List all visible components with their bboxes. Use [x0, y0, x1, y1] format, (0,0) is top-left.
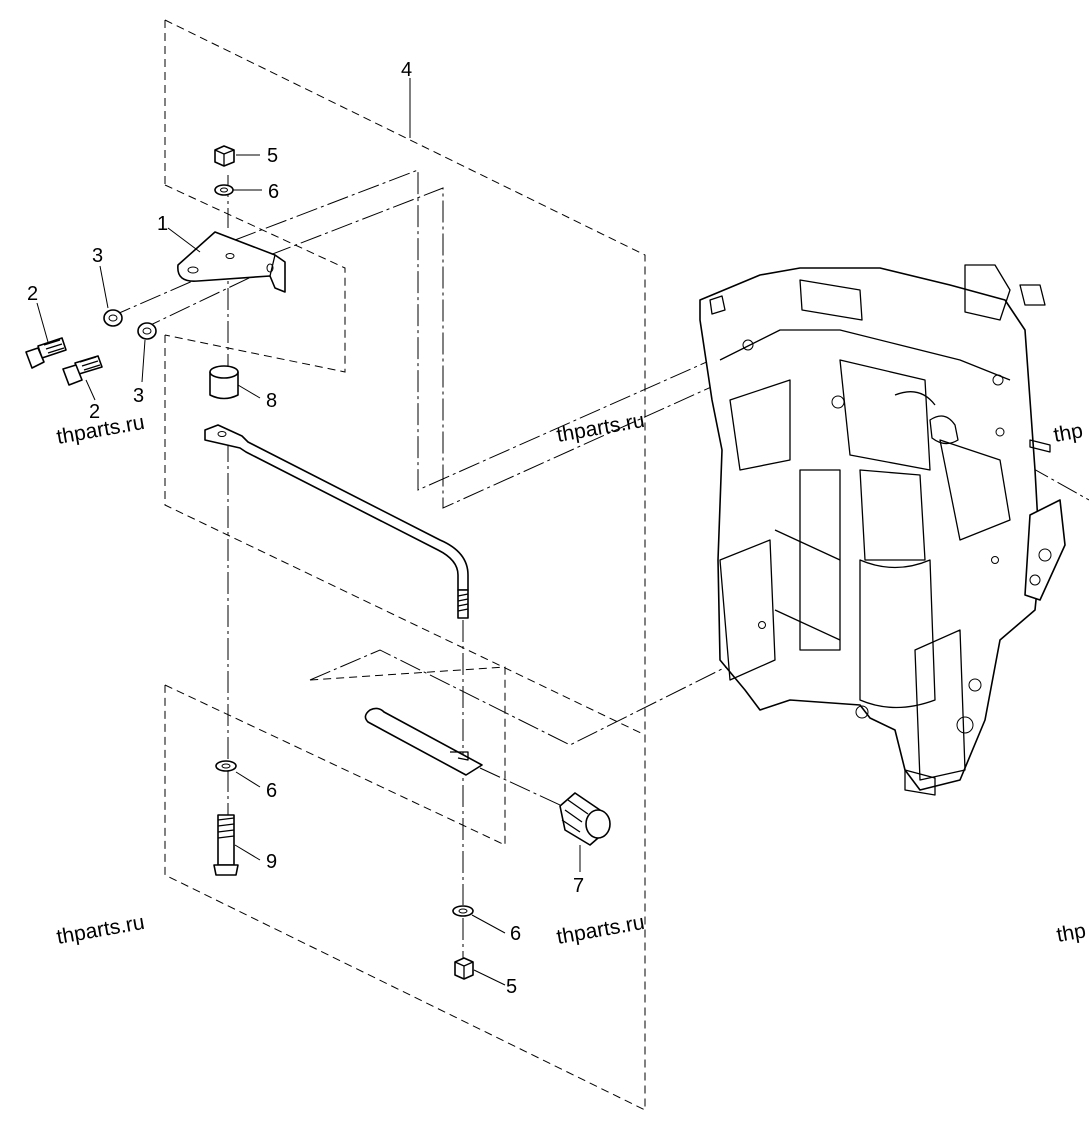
callout-6-lower-right: 6 [510, 923, 521, 945]
watermark-text: thparts.ru [55, 411, 146, 449]
knob-part-7 [559, 792, 611, 846]
callout-4: 4 [401, 59, 412, 81]
washer-part-3-upper [103, 309, 123, 327]
callout-5-lower: 5 [506, 976, 517, 998]
washer-part-6-lower-right [452, 905, 474, 917]
callout-9: 9 [266, 851, 277, 873]
watermark-text: thparts.ru [555, 911, 646, 949]
bracket-part-1 [177, 231, 286, 293]
callout-3-lower: 3 [133, 385, 144, 407]
nut-part-5-lower [454, 957, 474, 980]
callout-2-upper: 2 [27, 283, 38, 305]
tilt-rod [204, 424, 469, 619]
assembly-outline-4 [164, 19, 646, 1111]
watermark-text: thp [1055, 919, 1088, 947]
watermark-text: thp [1052, 419, 1085, 447]
callout-2-lower: 2 [89, 401, 100, 423]
callout-1: 1 [157, 213, 168, 235]
callout-7: 7 [573, 875, 584, 897]
washer-part-3-lower [137, 322, 157, 340]
callout-6-upper: 6 [268, 181, 279, 203]
callout-labels: 1 2 2 3 3 4 5 5 6 6 6 7 8 9 [27, 59, 584, 998]
callout-3-upper: 3 [92, 245, 103, 267]
frame-assembly-illustration [699, 264, 1066, 796]
spacer-part-8 [209, 365, 239, 400]
bolt-part-2-upper [25, 337, 67, 369]
callout-8: 8 [266, 390, 277, 412]
watermark-text: thparts.ru [555, 409, 646, 447]
bolt-part-2-lower [62, 355, 103, 386]
callout-leaders [36, 78, 581, 986]
washer-part-6-upper [214, 184, 234, 196]
bolt-part-9 [213, 814, 239, 876]
tilt-pin [364, 707, 483, 776]
callout-6-lower-left: 6 [266, 780, 277, 802]
washer-part-6-lower-left [215, 760, 237, 772]
callout-5-upper: 5 [267, 145, 278, 167]
nut-part-5-upper [214, 145, 235, 167]
watermark-text: thparts.ru [55, 911, 146, 949]
